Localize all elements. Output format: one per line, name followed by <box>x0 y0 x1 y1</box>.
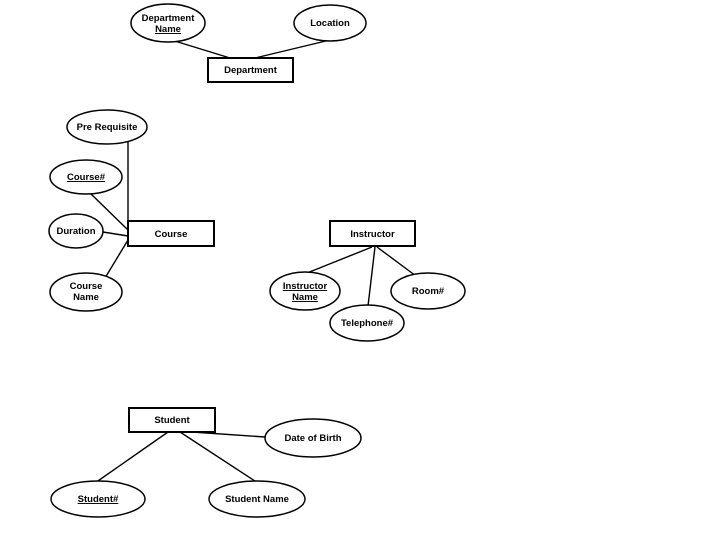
attribute-department-name-line1: Department <box>142 13 196 24</box>
attribute-department-name: Department Name <box>130 3 206 43</box>
line-course-name <box>104 239 129 279</box>
line-course-no <box>89 192 129 231</box>
attribute-room-label: Room# <box>412 286 445 297</box>
attribute-location: Location <box>293 4 367 42</box>
line-student-no <box>94 431 169 484</box>
attribute-department-name-line2: Name <box>155 24 181 35</box>
entity-student: Student <box>128 407 216 433</box>
attribute-course-no: Course# <box>49 159 123 195</box>
entity-department-label: Department <box>224 65 278 76</box>
attribute-instructor-name: Instructor Name <box>269 271 341 311</box>
attribute-room: Room# <box>390 272 466 310</box>
entity-department: Department <box>207 57 294 83</box>
line-instructor-name <box>306 246 373 274</box>
attribute-course-name-line1: Course <box>70 281 103 292</box>
attribute-course-no-label: Course# <box>67 172 106 183</box>
attribute-location-label: Location <box>310 18 350 29</box>
attribute-instructor-name-line2: Name <box>292 292 318 303</box>
line-student-name <box>179 431 259 484</box>
attribute-student-name: Student Name <box>208 480 306 518</box>
attribute-student-no-label: Student# <box>78 494 119 505</box>
attribute-pre-requisite: Pre Requisite <box>66 109 148 145</box>
entity-course: Course <box>127 220 215 247</box>
connector-lines <box>89 37 417 484</box>
attribute-telephone: Telephone# <box>329 304 405 342</box>
line-duration <box>102 231 129 237</box>
entity-instructor-label: Instructor <box>350 229 395 240</box>
attribute-pre-requisite-label: Pre Requisite <box>77 122 138 133</box>
attribute-date-of-birth-label: Date of Birth <box>285 433 342 444</box>
attribute-course-name-line2: Name <box>73 292 99 303</box>
attribute-instructor-name-line1: Instructor <box>283 281 328 292</box>
attribute-duration-label: Duration <box>56 226 95 237</box>
attribute-duration: Duration <box>48 213 104 249</box>
entity-instructor: Instructor <box>329 220 416 247</box>
entity-student-label: Student <box>154 415 190 426</box>
attribute-date-of-birth: Date of Birth <box>264 418 362 458</box>
attribute-student-name-label: Student Name <box>225 494 289 505</box>
line-telephone <box>367 246 376 307</box>
line-room <box>376 246 417 277</box>
line-location <box>254 39 331 59</box>
entity-course-label: Course <box>155 229 188 240</box>
attribute-course-name: Course Name <box>49 272 123 312</box>
attribute-telephone-label: Telephone# <box>341 318 394 329</box>
attribute-student-no: Student# <box>50 480 146 518</box>
